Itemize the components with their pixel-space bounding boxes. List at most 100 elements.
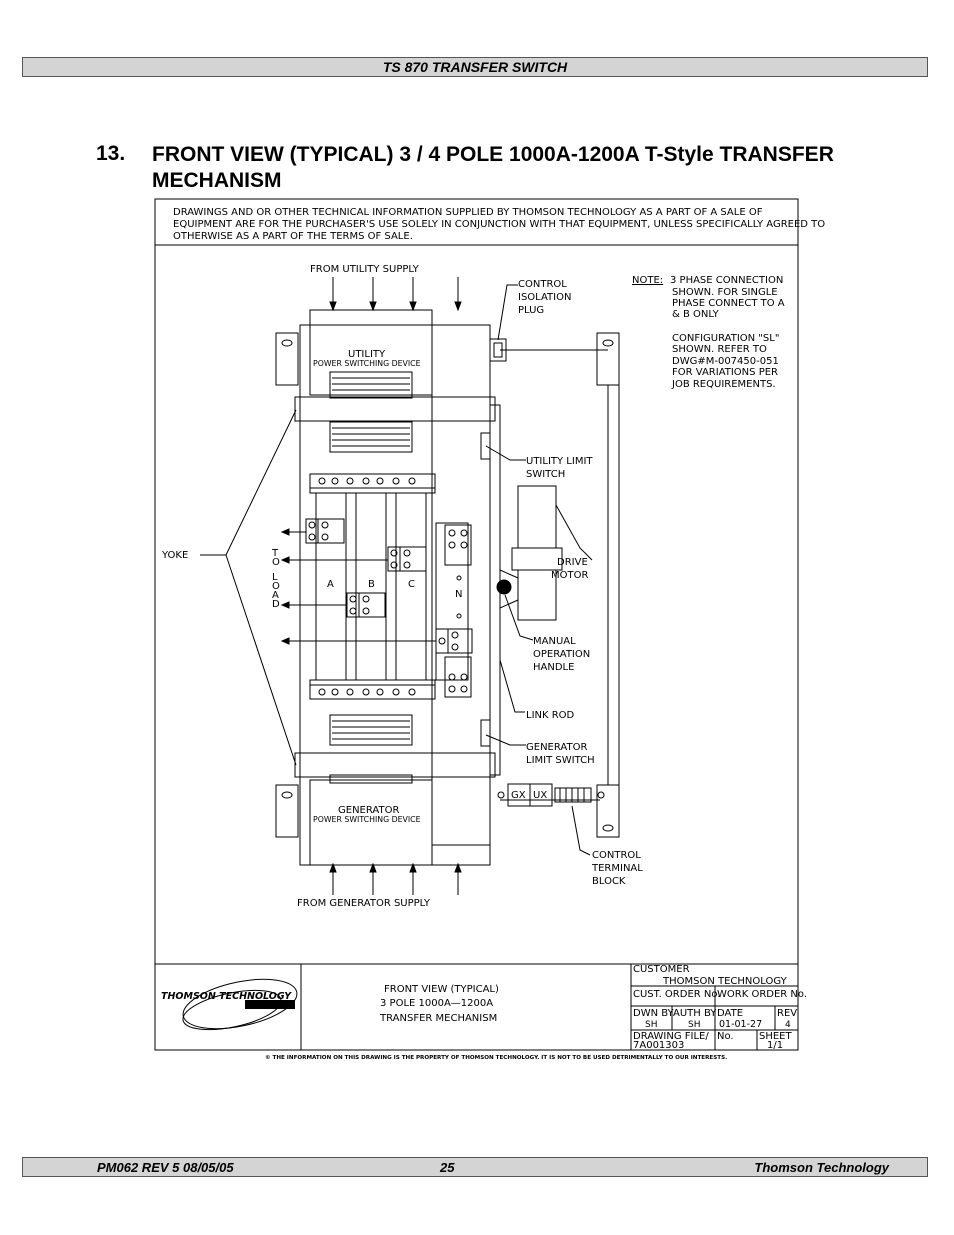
drawing-title-line: TRANSFER MECHANISM xyxy=(379,1013,497,1024)
footer-company: Thomson Technology xyxy=(754,1160,889,1175)
generator-terminal-strip xyxy=(309,679,436,700)
generator-limit-switch-label: GENERATOR xyxy=(526,742,587,753)
drawing-title-line: 3 POLE 1000A—1200A xyxy=(380,998,493,1009)
no-label: No. xyxy=(717,1031,734,1042)
motor-plate xyxy=(480,349,620,801)
drive-motor-label: MOTOR xyxy=(551,570,588,581)
customer-label: CUSTOMER xyxy=(633,964,690,975)
generator-device-label: GENERATOR xyxy=(338,805,399,816)
utility-limit-switch-label: SWITCH xyxy=(526,469,565,480)
control-terminal-block-label: TERMINAL xyxy=(591,863,643,874)
config-line: CONFIGURATION "SL" xyxy=(672,333,779,344)
gx-terminal-label: GX xyxy=(511,790,526,801)
link-rod-label: LINK ROD xyxy=(526,710,575,721)
disclaimer-line: DRAWINGS AND OR OTHER TECHNICAL INFORMAT… xyxy=(173,207,763,218)
phase-a-label: A xyxy=(327,579,334,590)
control-terminal-block-label: CONTROL xyxy=(592,850,641,861)
drive-motor-label: DRIVE xyxy=(557,557,588,568)
cust-order-label: CUST. ORDER No. xyxy=(633,989,721,1000)
drawing-file-label: DRAWING FILE/ xyxy=(633,1031,709,1042)
phase-c-label: C xyxy=(408,579,415,590)
manual-handle-label: MANUAL xyxy=(533,636,576,647)
note-line: PHASE CONNECT TO A xyxy=(672,298,785,309)
from-utility-label: FROM UTILITY SUPPLY xyxy=(310,264,420,275)
drive-motor xyxy=(496,485,563,621)
auth-by-label: AUTH BY xyxy=(673,1008,717,1019)
to-load-letter: O xyxy=(272,557,280,568)
footer-doc-ref: PM062 REV 5 08/05/05 xyxy=(97,1160,234,1175)
from-generator-label: FROM GENERATOR SUPPLY xyxy=(297,898,431,909)
utility-limit-switch-label: UTILITY LIMIT xyxy=(526,456,593,467)
customer-value: THOMSON TECHNOLOGY xyxy=(662,976,788,987)
generator-switching-device xyxy=(309,779,433,866)
drawing-file-value: 7A001303 xyxy=(633,1040,684,1051)
generator-yoke-bar xyxy=(294,752,496,778)
rev-label: REV xyxy=(777,1008,797,1019)
drawing-frame xyxy=(154,198,799,1051)
section-title: FRONT VIEW (TYPICAL) 3 / 4 POLE 1000A-12… xyxy=(152,143,834,192)
to-load-letter: A xyxy=(272,590,279,601)
to-load-letter: O xyxy=(272,581,280,592)
yoke-label: YOKE xyxy=(161,550,188,561)
to-load-letter: T xyxy=(271,548,279,559)
ux-terminal-label: UX xyxy=(533,790,547,801)
dwn-by-value: SH xyxy=(645,1020,657,1030)
dwn-by-label: DWN BY xyxy=(633,1008,675,1019)
title-block xyxy=(300,964,798,1050)
yoke-leader-lines xyxy=(200,409,297,766)
side-panel xyxy=(431,324,491,846)
neutral-bolt xyxy=(456,575,462,581)
config-line: DWG#M-007450-051 xyxy=(672,356,779,367)
section-number: 13. xyxy=(96,142,126,165)
running-header: TS 870 TRANSFER SWITCH xyxy=(22,57,928,77)
footer-page-number: 25 xyxy=(440,1160,455,1175)
disclaimer-line: EQUIPMENT ARE FOR THE PURCHASER'S USE SO… xyxy=(173,219,825,230)
drawing-title-line: FRONT VIEW (TYPICAL) xyxy=(384,984,499,995)
disclaimer-line: OTHERWISE AS A PART OF THE TERMS OF SALE… xyxy=(173,231,413,242)
rev-value: 4 xyxy=(785,1020,791,1030)
control-terminal-block xyxy=(497,783,605,807)
generator-supply-arrows xyxy=(329,862,462,895)
load-lugs xyxy=(305,518,473,698)
note-line: SHOWN. FOR SINGLE xyxy=(672,287,778,298)
sheet-label: SHEET xyxy=(759,1031,793,1042)
running-footer: PM062 REV 5 08/05/05 25 Thomson Technolo… xyxy=(22,1157,928,1177)
to-load-letter: L xyxy=(272,572,278,583)
config-line: FOR VARIATIONS PER xyxy=(672,367,778,378)
generator-limit-switch-label: LIMIT SWITCH xyxy=(526,755,595,766)
config-line: JOB REQUIREMENTS. xyxy=(671,379,776,390)
note-label: NOTE: xyxy=(632,275,663,286)
utility-device-label: UTILITY xyxy=(348,349,386,360)
auth-by-value: SH xyxy=(688,1020,700,1030)
date-value: 01-01-27 xyxy=(719,1019,762,1030)
work-order-label: WORK ORDER No. xyxy=(717,989,807,1000)
utility-supply-arrows xyxy=(329,277,462,312)
utility-device-label: POWER SWITCHING DEVICE xyxy=(313,359,421,368)
callout-leaders xyxy=(485,284,593,856)
copyright-notice: © THE INFORMATION ON THIS DRAWING IS THE… xyxy=(265,1055,727,1061)
header-title: TS 870 TRANSFER SWITCH xyxy=(382,59,568,75)
control-isolation-plug-label: CONTROL xyxy=(518,279,567,290)
to-load-letter: D xyxy=(272,599,280,610)
control-isolation-plug-label: PLUG xyxy=(518,305,544,316)
neutral-label: N xyxy=(455,589,462,600)
note-line: & B ONLY xyxy=(672,309,720,320)
utility-breaker-grill xyxy=(329,371,413,453)
config-line: SHOWN. REFER TO xyxy=(672,344,767,355)
manual-handle-label: HANDLE xyxy=(533,662,574,673)
neutral-bolt xyxy=(456,613,462,619)
utility-terminal-strip xyxy=(309,473,436,494)
to-load-arrows xyxy=(280,528,436,645)
utility-yoke-bar xyxy=(294,396,496,422)
phase-busbars xyxy=(315,492,469,681)
control-isolation-plug-label: ISOLATION xyxy=(518,292,571,303)
logo-text: THOMSON TECHNOLOGY xyxy=(161,991,292,1002)
sheet-value: 1/1 xyxy=(767,1040,783,1051)
date-label: DATE xyxy=(717,1008,743,1019)
phase-b-label: B xyxy=(368,579,375,590)
manual-handle-label: OPERATION xyxy=(533,649,590,660)
generator-device-label: POWER SWITCHING DEVICE xyxy=(313,815,421,824)
control-terminal-block-label: BLOCK xyxy=(592,876,626,887)
note-line: 3 PHASE CONNECTION xyxy=(670,275,783,286)
